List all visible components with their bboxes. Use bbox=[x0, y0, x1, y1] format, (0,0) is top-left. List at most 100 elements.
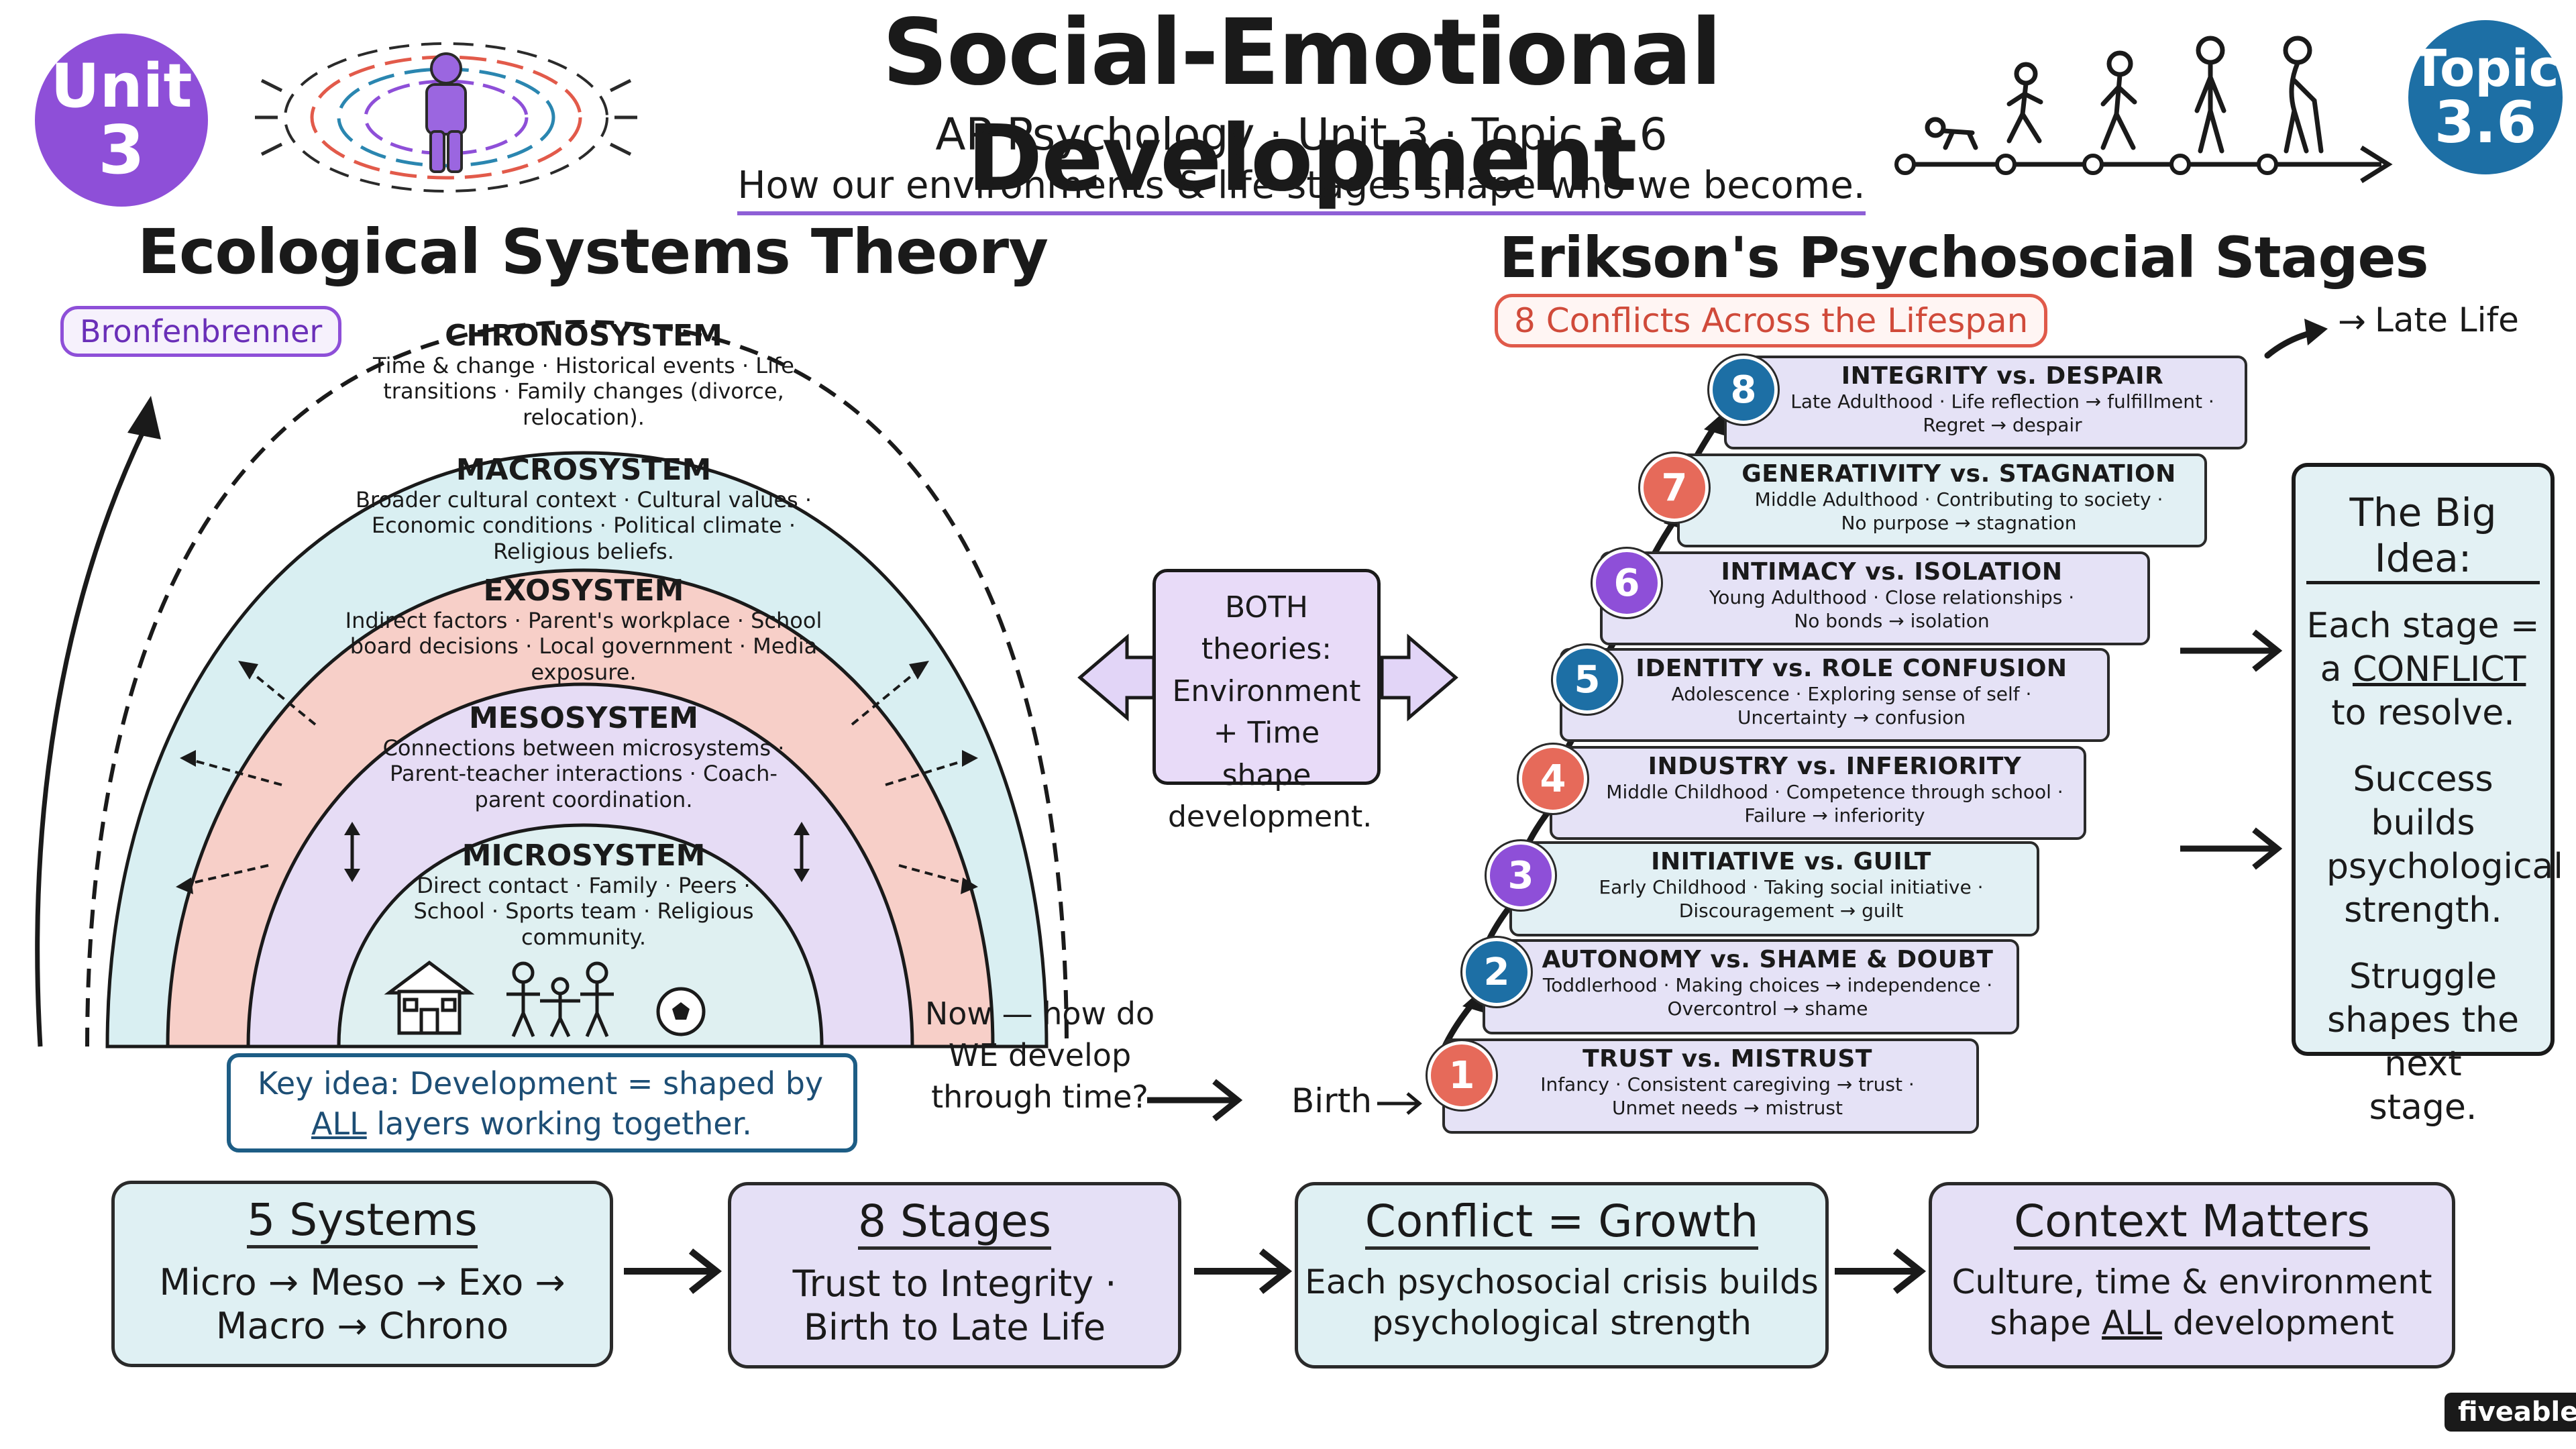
topic-badge-number: 3.6 bbox=[2434, 89, 2537, 156]
macrosystem-text: Broader cultural context · Cultural valu… bbox=[355, 487, 812, 564]
stage-6-line1: Young Adulthood · Close relationships · bbox=[1709, 586, 2075, 608]
stage-4-box: INDUSTRY vs. INFERIORITY Middle Childhoo… bbox=[1550, 746, 2086, 840]
now-question: Now — how do WE develop through time? bbox=[924, 996, 1155, 1116]
summary-conflict-growth: Conflict = Growth Each psychosocial cris… bbox=[1295, 1182, 1829, 1368]
stage-7-line1: Middle Adulthood · Contributing to socie… bbox=[1754, 488, 2163, 511]
tagline-wrap: How our environments & life stages shape… bbox=[664, 164, 1939, 215]
key-idea-all: ALL bbox=[311, 1105, 367, 1142]
big-idea-p3: Struggle shapes the next stage. bbox=[2327, 957, 2519, 1128]
mesosystem-layer: MESOSYSTEM Connections between microsyst… bbox=[315, 701, 852, 812]
exosystem-layer: EXOSYSTEM Indirect factors · Parent's wo… bbox=[315, 574, 852, 685]
stage-3-title: INITIATIVE vs. GUILT bbox=[1651, 848, 1931, 875]
big-idea-p1-b: a bbox=[2320, 649, 2342, 690]
context-matters-body: Culture, time & environment shape ALL de… bbox=[1932, 1262, 2452, 1344]
eight-stages-line1: Trust to Integrity · bbox=[792, 1262, 1117, 1305]
stage-4-line1: Middle Childhood · Competence through sc… bbox=[1606, 781, 2063, 803]
big-idea-p1-b-wrap: a CONFLICT bbox=[2306, 648, 2540, 692]
fiveable-logo-text: fiveable bbox=[2458, 1397, 2576, 1428]
eight-stages-body: Trust to Integrity · Birth to Late Life bbox=[731, 1262, 1178, 1350]
key-idea-rest: layers working together. bbox=[376, 1105, 752, 1142]
exosystem-text: Indirect factors · Parent's workplace · … bbox=[345, 608, 822, 685]
conflict-growth-line1: Each psychosocial crisis builds bbox=[1305, 1262, 1819, 1301]
person-radiating-icon bbox=[255, 42, 637, 193]
stage-1-box: TRUST vs. MISTRUST Infancy · Consistent … bbox=[1442, 1038, 1979, 1134]
stage-1-line1: Infancy · Consistent caregiving → trust … bbox=[1540, 1073, 1915, 1095]
stage-5-badge: 5 bbox=[1553, 645, 1621, 714]
birth-arrow-icon bbox=[1377, 1092, 1422, 1115]
conflict-growth-body: Each psychosocial crisis builds psycholo… bbox=[1298, 1262, 1825, 1344]
context-matters-title: Context Matters bbox=[2014, 1197, 2370, 1250]
page-tagline: How our environments & life stages shape… bbox=[737, 164, 1866, 215]
eight-stages-title: 8 Stages bbox=[857, 1197, 1052, 1250]
stage-4-line2: Failure → inferiority bbox=[1744, 804, 1925, 826]
family-community-icons bbox=[384, 960, 706, 1038]
context-matters-shape: shape bbox=[1990, 1303, 2092, 1342]
conflict-growth-line2: psychological strength bbox=[1372, 1303, 1752, 1342]
bottom-flow-arrows bbox=[624, 1248, 1927, 1294]
arrows-to-big-idea bbox=[2180, 629, 2283, 870]
stage-6-box: INTIMACY vs. ISOLATION Young Adulthood ·… bbox=[1600, 551, 2150, 645]
stage-1-title: TRUST vs. MISTRUST bbox=[1582, 1045, 1872, 1073]
stage-5-title: IDENTITY vs. ROLE CONFUSION bbox=[1635, 655, 2068, 682]
stage-3-line1: Early Childhood · Taking social initiati… bbox=[1599, 876, 1984, 898]
five-systems-line1: Micro → Meso → Exo → bbox=[159, 1260, 566, 1303]
stage-5-line1: Adolescence · Exploring sense of self · bbox=[1671, 683, 2032, 705]
stage-1-badge: 1 bbox=[1428, 1041, 1496, 1110]
stage-7-box: GENERATIVITY vs. STAGNATION Middle Adult… bbox=[1677, 453, 2207, 547]
big-idea-p1-c: to resolve. bbox=[2331, 693, 2515, 733]
stage-7-line2: No purpose → stagnation bbox=[1841, 512, 2077, 534]
late-life-label: Late Life bbox=[2375, 301, 2519, 339]
stage-2-line2: Overcontrol → shame bbox=[1667, 998, 1868, 1020]
chronosystem-layer: CHRONOSYSTEM Time & change · Historical … bbox=[315, 319, 852, 430]
stage-1-line2: Unmet needs → mistrust bbox=[1612, 1097, 1843, 1119]
exosystem-title: EXOSYSTEM bbox=[483, 574, 684, 608]
stage-6-title: INTIMACY vs. ISOLATION bbox=[1721, 558, 2063, 586]
five-systems-line2: Macro → Chrono bbox=[215, 1305, 509, 1348]
big-idea-p1-a: Each stage = bbox=[2306, 606, 2540, 646]
mesosystem-title: MESOSYSTEM bbox=[468, 701, 699, 735]
summary-eight-stages: 8 Stages Trust to Integrity · Birth to L… bbox=[728, 1182, 1181, 1368]
stage-4-badge: 4 bbox=[1519, 745, 1587, 813]
context-matters-line2: shape ALL development bbox=[1932, 1303, 2452, 1344]
microsystem-title: MICROSYSTEM bbox=[462, 839, 706, 873]
stage-7-badge: 7 bbox=[1640, 453, 1709, 522]
both-theories-box: BOTH theories: Environment + Time shape … bbox=[1152, 569, 1381, 834]
key-idea-line2: ALL layers working together. bbox=[258, 1104, 826, 1144]
stage-2-badge: 2 bbox=[1462, 938, 1531, 1006]
conflict-growth-title: Conflict = Growth bbox=[1364, 1197, 1759, 1250]
big-idea-p2: Success builds psychological strength. bbox=[2326, 759, 2563, 930]
unit-badge-label: Unit bbox=[50, 51, 193, 121]
macrosystem-layer: MACROSYSTEM Broader cultural context · C… bbox=[315, 453, 852, 564]
stage-2-line1: Toddlerhood · Making choices → independe… bbox=[1542, 974, 1993, 996]
stage-2-title: AUTONOMY vs. SHAME & DOUBT bbox=[1542, 946, 1994, 973]
five-systems-title: 5 Systems bbox=[247, 1195, 478, 1248]
conflicts-pill: 8 Conflicts Across the Lifespan bbox=[1495, 294, 2048, 347]
stage-3-box: INITIATIVE vs. GUILT Early Childhood · T… bbox=[1509, 841, 2039, 936]
stage-5-box: IDENTITY vs. ROLE CONFUSION Adolescence … bbox=[1560, 648, 2110, 742]
topic-badge: Topic 3.6 bbox=[2408, 20, 2563, 174]
both-theories-text: BOTH theories: Environment + Time shape … bbox=[1168, 590, 1373, 835]
unit-badge: Unit 3 bbox=[35, 34, 208, 207]
stage-3-badge: 3 bbox=[1487, 841, 1555, 910]
stage-2-box: AUTONOMY vs. SHAME & DOUBT Toddlerhood ·… bbox=[1483, 939, 2019, 1034]
context-matters-development: development bbox=[2172, 1303, 2394, 1342]
big-idea-conflict: CONFLICT bbox=[2352, 649, 2526, 690]
unit-badge-number: 3 bbox=[98, 111, 145, 189]
macrosystem-title: MACROSYSTEM bbox=[455, 453, 712, 487]
key-idea-line1: Key idea: Development = shaped by bbox=[258, 1065, 824, 1102]
big-idea-box: The Big Idea: Each stage = a CONFLICT to… bbox=[2292, 463, 2563, 1128]
ecological-title: Ecological Systems Theory bbox=[138, 216, 1049, 288]
context-matters-all: ALL bbox=[2102, 1303, 2162, 1342]
lifespan-timeline-icon bbox=[1894, 36, 2393, 183]
topic-badge-label: Topic bbox=[2412, 38, 2559, 98]
context-matters-line1: Culture, time & environment bbox=[1951, 1262, 2432, 1301]
eight-stages-line2: Birth to Late Life bbox=[803, 1306, 1106, 1349]
stage-8-line1: Late Adulthood · Life reflection → fulfi… bbox=[1790, 390, 2214, 413]
five-systems-body: Micro → Meso → Exo → Macro → Chrono bbox=[115, 1260, 610, 1349]
stage-3-line2: Discouragement → guilt bbox=[1678, 900, 1904, 922]
chronosystem-text: Time & change · Historical events · Life… bbox=[373, 353, 794, 430]
stage-8-title: INTEGRITY vs. DESPAIR bbox=[1841, 362, 2164, 390]
summary-context-matters: Context Matters Culture, time & environm… bbox=[1929, 1182, 2455, 1368]
page-title: Social-Emotional Development bbox=[882, 0, 1722, 212]
bronfenbrenner-pill: Bronfenbrenner bbox=[60, 306, 342, 357]
